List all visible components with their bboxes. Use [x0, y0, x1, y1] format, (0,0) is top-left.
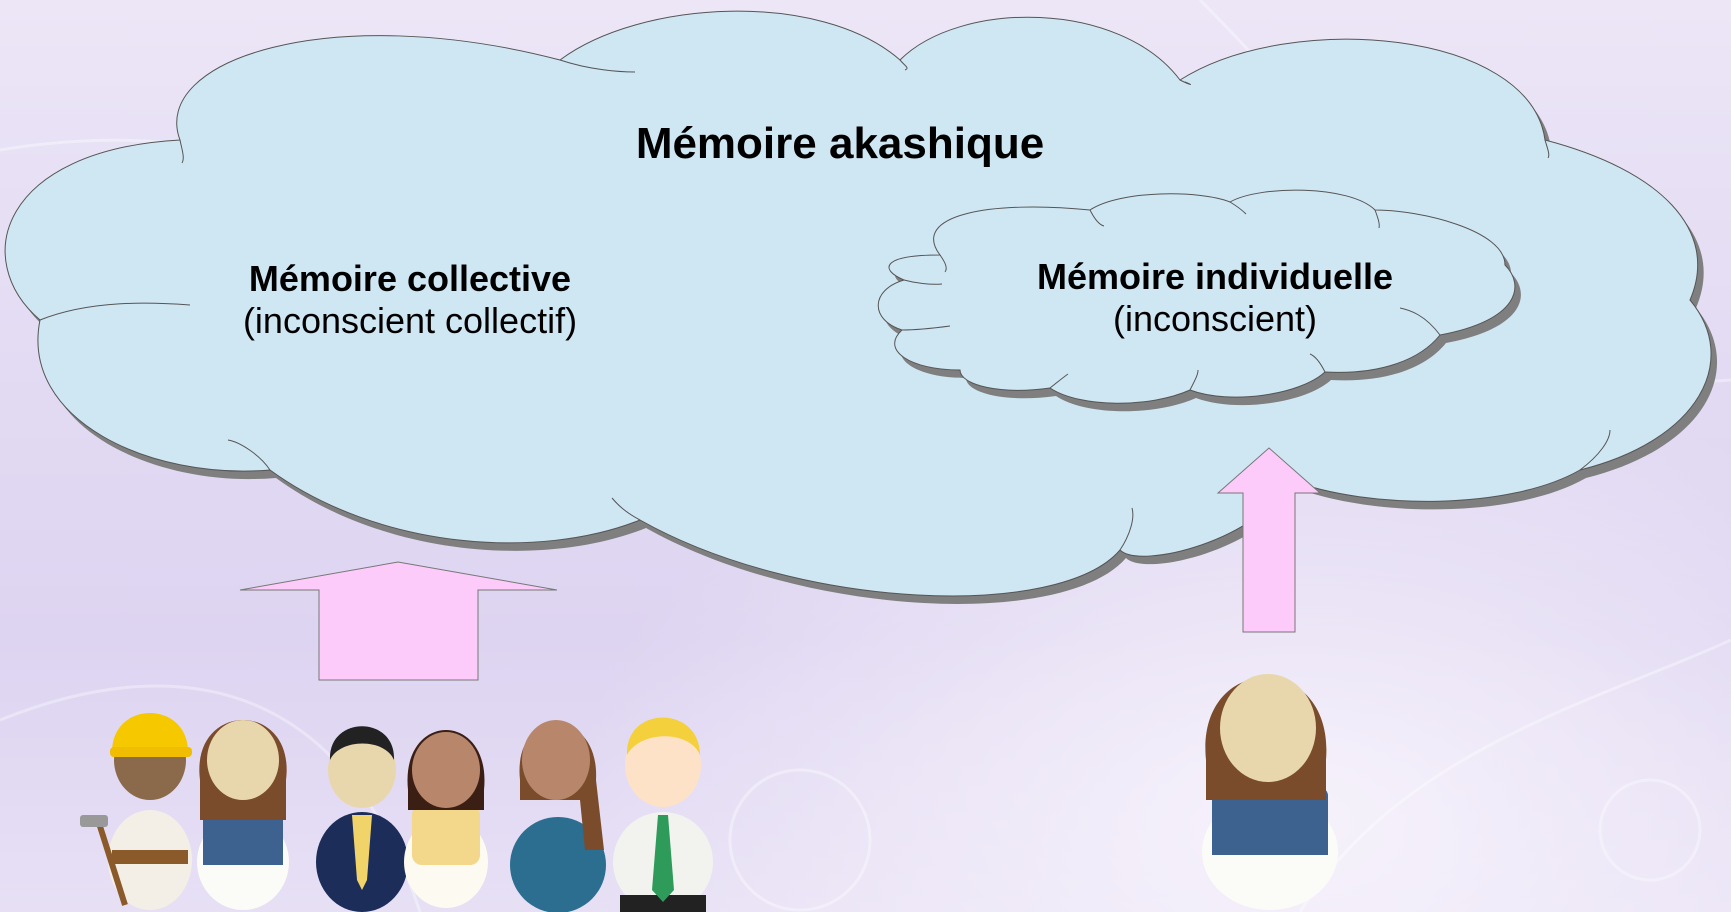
woman-teal-person-icon: [510, 720, 606, 912]
people-group: [80, 713, 713, 912]
collective-memory-heading: Mémoire collective: [248, 258, 572, 299]
worker-with-helmet-person-icon: [80, 713, 192, 910]
individual-person-icon: [1202, 674, 1338, 910]
individual-memory-label: Mémoire individuelle (inconscient): [990, 256, 1440, 341]
individual-memory-subtitle: (inconscient): [1112, 298, 1318, 340]
blond-man-tie-person-icon: [613, 717, 713, 912]
collective-memory-subtitle: (inconscient collectif): [242, 300, 578, 342]
diagram-title: Mémoire akashique: [635, 119, 1045, 168]
collective-upward-arrow: [239, 561, 558, 681]
individual-memory-cloud: [877, 189, 1521, 412]
individual-memory-heading: Mémoire individuelle: [1036, 256, 1394, 297]
woman-patterned-person-icon: [404, 730, 488, 908]
businessman-person-icon: [316, 726, 408, 912]
collective-memory-label: Mémoire collective (inconscient collecti…: [170, 258, 650, 343]
individual-upward-arrow: [1216, 447, 1322, 633]
akashic-memory-cloud: [4, 10, 1718, 604]
woman-vest-person-icon: [197, 720, 289, 910]
